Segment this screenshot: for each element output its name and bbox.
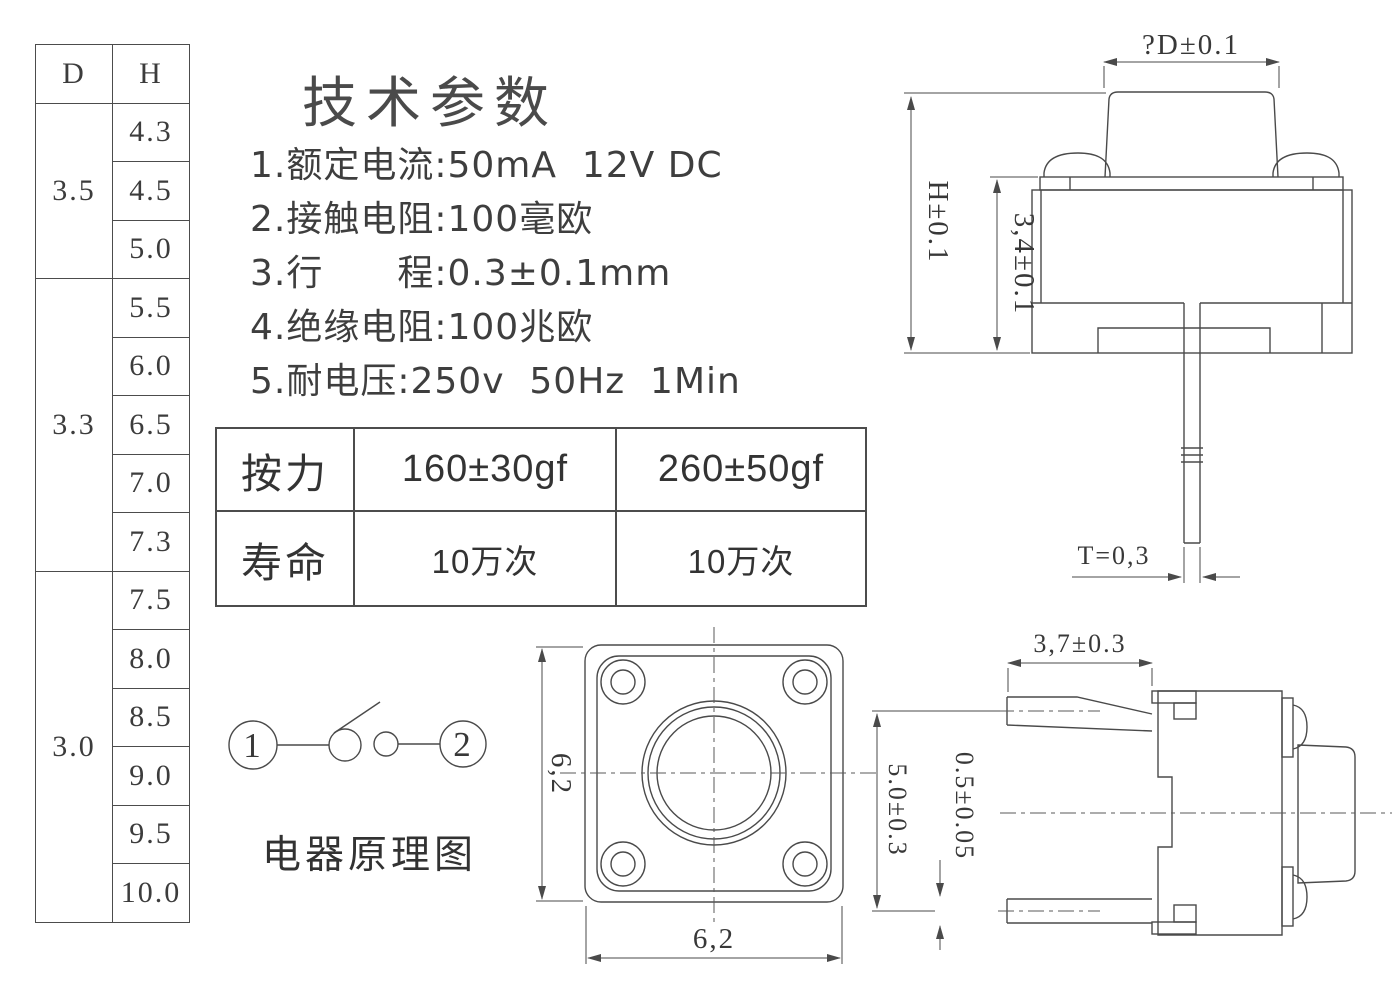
spec-life-value-2: 10万次: [615, 510, 867, 607]
dh-cell-h: 7.3: [112, 512, 190, 572]
table-row: 3.5 4.3: [35, 102, 190, 279]
button-outline: [1104, 91, 1279, 178]
dh-cell-h: 6.0: [112, 336, 190, 396]
table-row: 按力 160±30gf 260±50gf: [215, 427, 867, 512]
switch-body: [1031, 189, 1353, 354]
front-view-drawing: ?D±0.1 H±0.1 3,4±0.1 T=0,3: [904, 29, 1353, 583]
spec-force-value-1: 160±30gf: [353, 427, 617, 512]
dh-cell-h: 10.0: [112, 863, 190, 923]
circuit-caption: 电器原理图: [262, 833, 478, 878]
contact-left-circle: [328, 728, 362, 762]
table-row: 8.5: [36, 687, 190, 747]
spec-label-force: 按力: [215, 427, 355, 512]
table-row: 7.0: [36, 453, 190, 513]
param-line: 1.额定电流:50mA 12V DC: [250, 145, 723, 186]
dh-cell-d: 3.0: [35, 570, 113, 923]
dh-cell-h: 6.5: [112, 395, 190, 455]
param-line: 3.行 程:0.3±0.1mm: [250, 253, 672, 294]
param-line: 4.绝缘电阻:100兆欧: [250, 307, 594, 348]
circuit-diagram: 1 2: [228, 701, 487, 770]
page-title: 技术参数: [302, 71, 559, 135]
top-view-drawing: 6,2 6,2: [536, 627, 876, 964]
dim-pin-width: 0.5±0.05: [950, 752, 979, 860]
dh-header-d: D: [35, 44, 113, 104]
dim-top-view-height: 6,2: [545, 753, 577, 795]
dh-header-h: H: [112, 44, 190, 104]
spec-force-value-2: 260±50gf: [615, 427, 867, 512]
dim-pin-length: 3,7±0.3: [1033, 629, 1126, 658]
spec-label-life: 寿命: [215, 510, 355, 607]
table-row: 9.5: [36, 804, 190, 864]
table-row: 8.0: [36, 629, 190, 689]
table-row: 3.0 7.5: [35, 570, 190, 923]
pin-lead-upper: [1006, 696, 1153, 732]
front-view-body: [1031, 91, 1353, 544]
terminal-2-label: 2: [453, 725, 473, 764]
side-view-centerlines: [998, 710, 1392, 912]
dh-cell-h: 4.5: [112, 161, 190, 221]
dim-pin-thickness: T=0,3: [1077, 541, 1150, 570]
dh-cell-h: 4.3: [112, 102, 190, 162]
table-row: 6.0: [36, 336, 190, 396]
dh-header-row: D H: [35, 44, 190, 104]
dim-pin-spacing: 5.0±0.3: [883, 763, 912, 856]
circuit-symbols: [228, 701, 487, 770]
table-row: 10.0: [36, 863, 190, 923]
table-row: 3.3 5.5: [35, 278, 190, 572]
terminal-2-circle: [439, 720, 487, 768]
dh-cell-d: 3.5: [35, 102, 113, 279]
dim-top-view-width: 6,2: [693, 923, 735, 955]
tech-params-list: 1.额定电流:50mA 12V DC 2.接触电阻:100毫欧 3.行 程:0.…: [250, 139, 741, 409]
dh-cell-h: 5.5: [112, 278, 190, 338]
table-row: 7.3: [36, 512, 190, 572]
dh-cell-d: 3.3: [35, 278, 113, 572]
dh-cell-h: 8.0: [112, 629, 190, 689]
dh-cell-h: 8.5: [112, 687, 190, 747]
dh-cell-h: 7.5: [112, 570, 190, 630]
dim-body-height: 3,4±0.1: [1008, 213, 1040, 315]
dim-button-diameter: ?D±0.1: [1142, 29, 1240, 61]
pin-lead: [1183, 303, 1201, 544]
table-row: 9.0: [36, 746, 190, 806]
dome-contact-left: [1043, 152, 1111, 177]
dh-cell-h: 9.5: [112, 804, 190, 864]
switch-body: [1157, 690, 1283, 936]
table-row: 寿命 10万次 10万次: [215, 510, 867, 607]
dome-contact-bottom: [1292, 874, 1308, 920]
dome-contact-right: [1272, 152, 1340, 177]
side-view-drawing: 3,7±0.3 5.0±0.3 0.5±0.05: [872, 629, 1392, 950]
table-row: 4.5: [36, 161, 190, 221]
dim-total-height: H±0.1: [922, 180, 954, 263]
dh-cell-h: 7.0: [112, 453, 190, 513]
dome-contact-top: [1292, 704, 1308, 750]
dh-cell-h: 9.0: [112, 746, 190, 806]
side-view-dimensions: [872, 659, 1153, 950]
param-line: 5.耐电压:250v 50Hz 1Min: [250, 361, 741, 402]
spec-table: 按力 160±30gf 260±50gf 寿命 10万次 10万次: [215, 427, 867, 607]
top-view-dimensions: [536, 646, 843, 964]
dh-cell-h: 5.0: [112, 219, 190, 279]
top-view-centerlines: [560, 627, 876, 927]
switch-lever-line: [333, 701, 381, 734]
spec-life-value-1: 10万次: [353, 510, 617, 607]
contact-right-circle: [373, 731, 399, 757]
button-outline: [1297, 744, 1356, 884]
dh-table: D H 3.5 4.3 4.5 5.0 3.3 5.5 6.0 6.5 7.0 …: [35, 44, 190, 923]
terminal-1-label: 1: [243, 726, 263, 765]
front-view-dimensions: [904, 58, 1280, 583]
param-line: 2.接触电阻:100毫欧: [250, 199, 594, 240]
table-row: 5.0: [36, 219, 190, 279]
